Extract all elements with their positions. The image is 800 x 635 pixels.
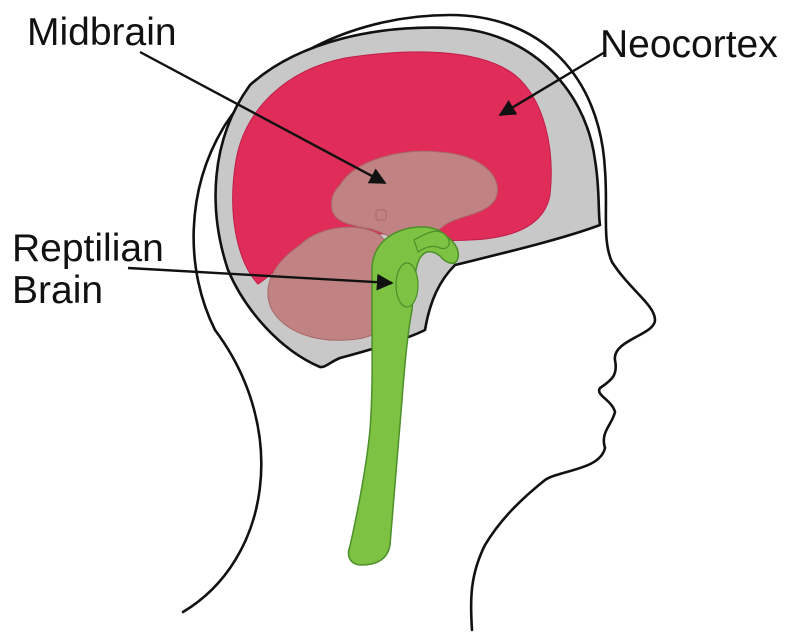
midbrain-arrow xyxy=(139,50,387,185)
reptilian-brain-label: Reptilian Brain xyxy=(12,228,164,312)
midbrain-label: Midbrain xyxy=(27,11,177,54)
head-outline xyxy=(181,13,657,632)
midbrain-small-mark xyxy=(375,209,387,221)
reptilian-label-line1: Reptilian xyxy=(12,227,164,270)
reptilian-arrow xyxy=(127,266,394,291)
neocortex-label: Neocortex xyxy=(600,23,778,66)
reptilian-label-line2: Brain xyxy=(12,269,104,312)
neocortex-arrow xyxy=(498,50,606,117)
reptilian-upper-branch xyxy=(413,230,450,253)
reptilian-inner-oval xyxy=(395,262,419,308)
reptilian-brain-region xyxy=(347,226,460,566)
